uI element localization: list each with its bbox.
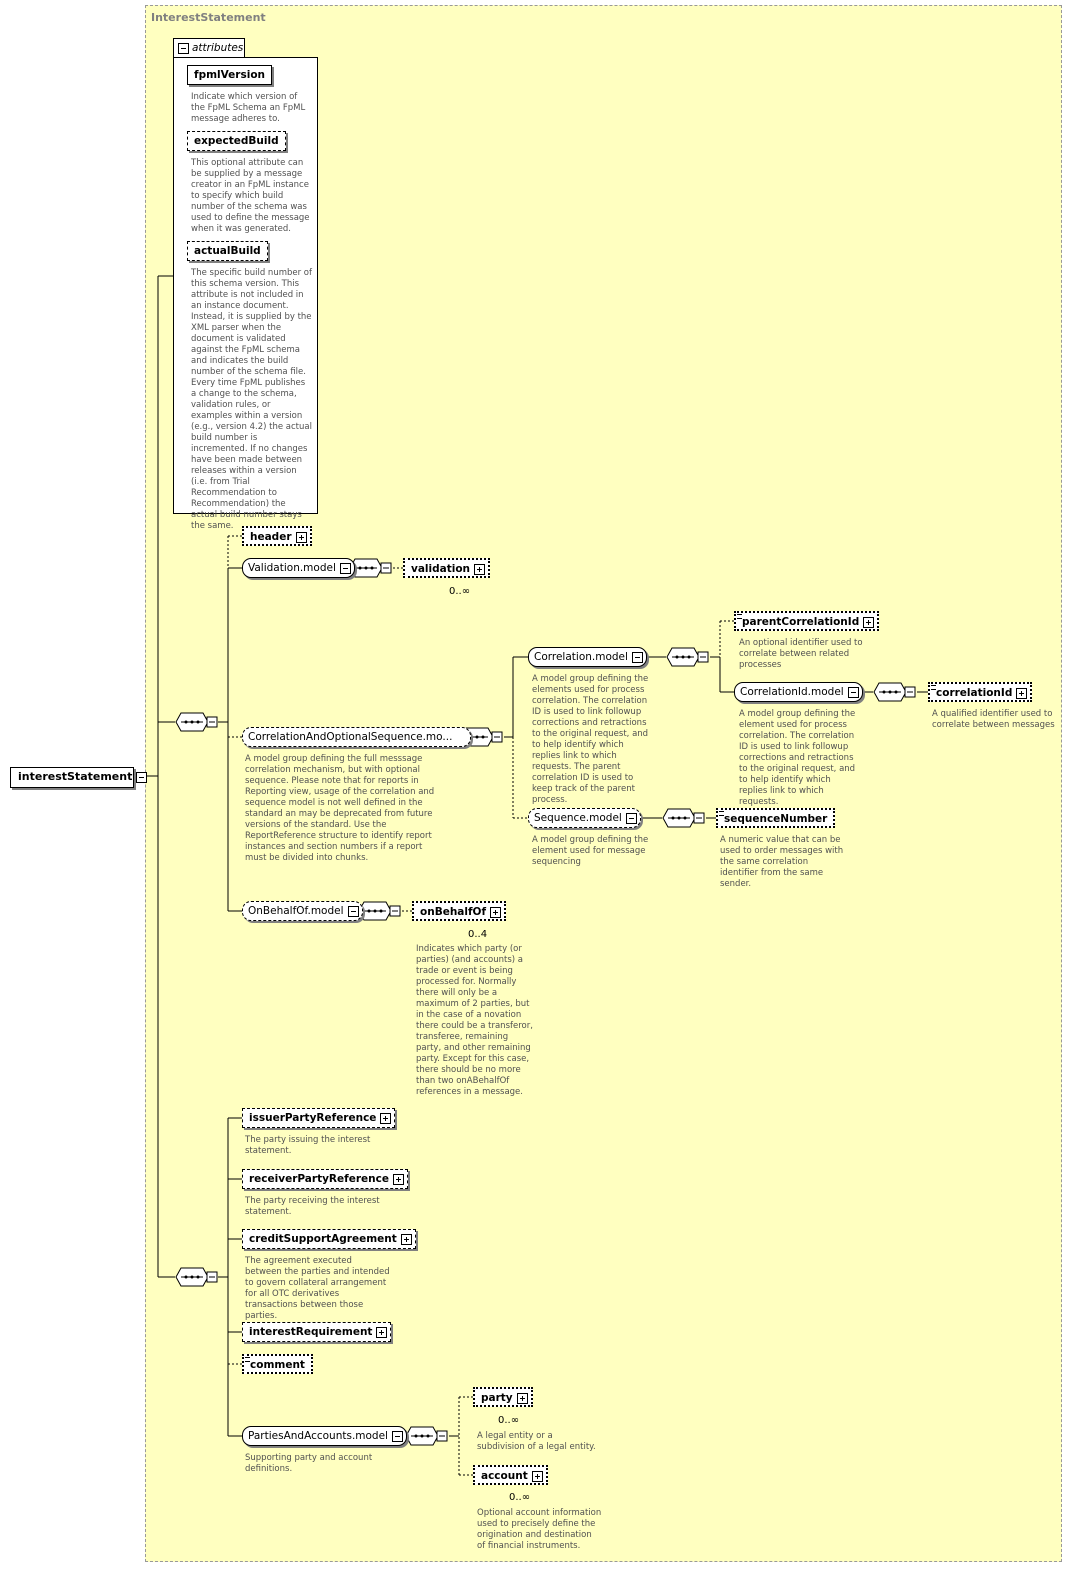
element-issuerPartyReference[interactable]: issuerPartyReference	[242, 1108, 396, 1128]
element-interestRequirement[interactable]: interestRequirement	[242, 1322, 392, 1342]
collapse-icon[interactable]	[136, 772, 147, 783]
group-onBehalfOf-model[interactable]: OnBehalfOf.model	[242, 901, 363, 921]
group-doc: Supporting party and account definitions…	[245, 1453, 373, 1474]
expand-icon[interactable]	[516, 1393, 528, 1404]
attribute-doc: The specific build number of this schema…	[191, 268, 313, 531]
element-doc: A qualified identifier used to correlate…	[932, 709, 1055, 730]
cardinality: 0..∞	[509, 1492, 531, 1503]
expand-icon[interactable]	[400, 1234, 412, 1245]
expand-icon[interactable]	[863, 617, 875, 628]
root-element[interactable]: interestStatement	[10, 767, 147, 788]
collapse-icon[interactable]	[339, 563, 351, 574]
expand-icon[interactable]	[380, 1113, 392, 1124]
expand-icon[interactable]	[295, 532, 307, 543]
element-creditSupportAgreement[interactable]: creditSupportAgreement	[242, 1229, 416, 1249]
element-doc: A numeric value that can be used to orde…	[720, 835, 844, 889]
expand-icon[interactable]	[376, 1327, 388, 1338]
element-correlationId[interactable]: correlationId	[928, 682, 1033, 702]
panel-title: InterestStatement	[151, 11, 266, 24]
sequence-compositor[interactable]	[175, 1267, 218, 1287]
cardinality: 0..∞	[498, 1415, 520, 1426]
expand-icon[interactable]	[531, 1471, 543, 1482]
group-doc: A model group defining the elements used…	[532, 674, 649, 805]
group-sequence-model[interactable]: Sequence.model	[528, 808, 641, 828]
element-receiverPartyReference[interactable]: receiverPartyReference	[242, 1169, 408, 1189]
collapse-icon[interactable]	[847, 687, 859, 698]
expand-icon[interactable]	[490, 907, 502, 918]
sequence-compositor[interactable]	[349, 558, 392, 578]
collapse-icon[interactable]	[631, 652, 643, 663]
expand-icon[interactable]	[392, 1174, 404, 1185]
element-onBehalfOf[interactable]: onBehalfOf	[412, 901, 507, 921]
element-doc: Optional account information used to pre…	[477, 1508, 602, 1551]
collapse-icon[interactable]	[347, 906, 359, 917]
attribute-doc: Indicate which version of the FpML Schem…	[191, 92, 306, 124]
expand-icon[interactable]	[474, 564, 486, 575]
attribute-doc: This optional attribute can be supplied …	[191, 158, 310, 234]
element-doc: A legal entity or a subdivision of a leg…	[477, 1431, 596, 1452]
element-doc: An optional identifier used to correlate…	[739, 638, 863, 670]
sequence-compositor[interactable]	[873, 682, 916, 702]
element-account[interactable]: account	[473, 1465, 548, 1485]
element-doc: The party issuing the interest statement…	[245, 1135, 371, 1156]
cardinality: 0..∞	[449, 586, 471, 597]
element-validation[interactable]: validation	[403, 558, 491, 578]
sequence-compositor[interactable]	[662, 808, 705, 828]
attribute-fpmlVersion[interactable]: fpmlVersion	[187, 65, 273, 85]
element-header[interactable]: header	[242, 526, 312, 546]
element-doc: The agreement executed between the parti…	[245, 1256, 390, 1321]
element-comment[interactable]: comment	[242, 1354, 313, 1374]
sequence-compositor[interactable]	[666, 647, 709, 667]
collapse-icon[interactable]	[625, 813, 637, 824]
collapse-icon[interactable]	[391, 1431, 403, 1442]
element-party[interactable]: party	[473, 1387, 533, 1407]
element-doc: The party receiving the interest stateme…	[245, 1196, 380, 1217]
attributes-tab[interactable]: attributes	[173, 38, 245, 57]
element-doc: Indicates which party (or parties) (and …	[416, 944, 533, 1097]
group-doc: A model group defining the full messsage…	[245, 754, 435, 863]
element-sequenceNumber[interactable]: sequenceNumber	[716, 808, 836, 828]
attribute-actualBuild[interactable]: actualBuild	[187, 241, 268, 261]
group-doc: A model group defining the element used …	[739, 709, 856, 807]
sequence-compositor[interactable]	[175, 712, 218, 732]
collapse-icon[interactable]	[178, 43, 189, 54]
expand-icon[interactable]	[1016, 688, 1028, 699]
sequence-compositor[interactable]	[405, 1426, 448, 1446]
sequence-compositor[interactable]	[358, 901, 401, 921]
group-correlation-model[interactable]: Correlation.model	[528, 647, 647, 667]
group-partiesAndAccounts-model[interactable]: PartiesAndAccounts.model	[242, 1426, 407, 1446]
group-correlationId-model[interactable]: CorrelationId.model	[734, 682, 863, 702]
attribute-expectedBuild[interactable]: expectedBuild	[187, 131, 286, 151]
group-doc: A model group defining the element used …	[532, 835, 649, 867]
element-parentCorrelationId[interactable]: parentCorrelationId	[734, 611, 880, 631]
cardinality: 0..4	[468, 929, 488, 940]
group-validation-model[interactable]: Validation.model	[242, 558, 355, 578]
group-correlation-optional-sequence[interactable]: CorrelationAndOptionalSequence.mo...	[242, 727, 472, 747]
